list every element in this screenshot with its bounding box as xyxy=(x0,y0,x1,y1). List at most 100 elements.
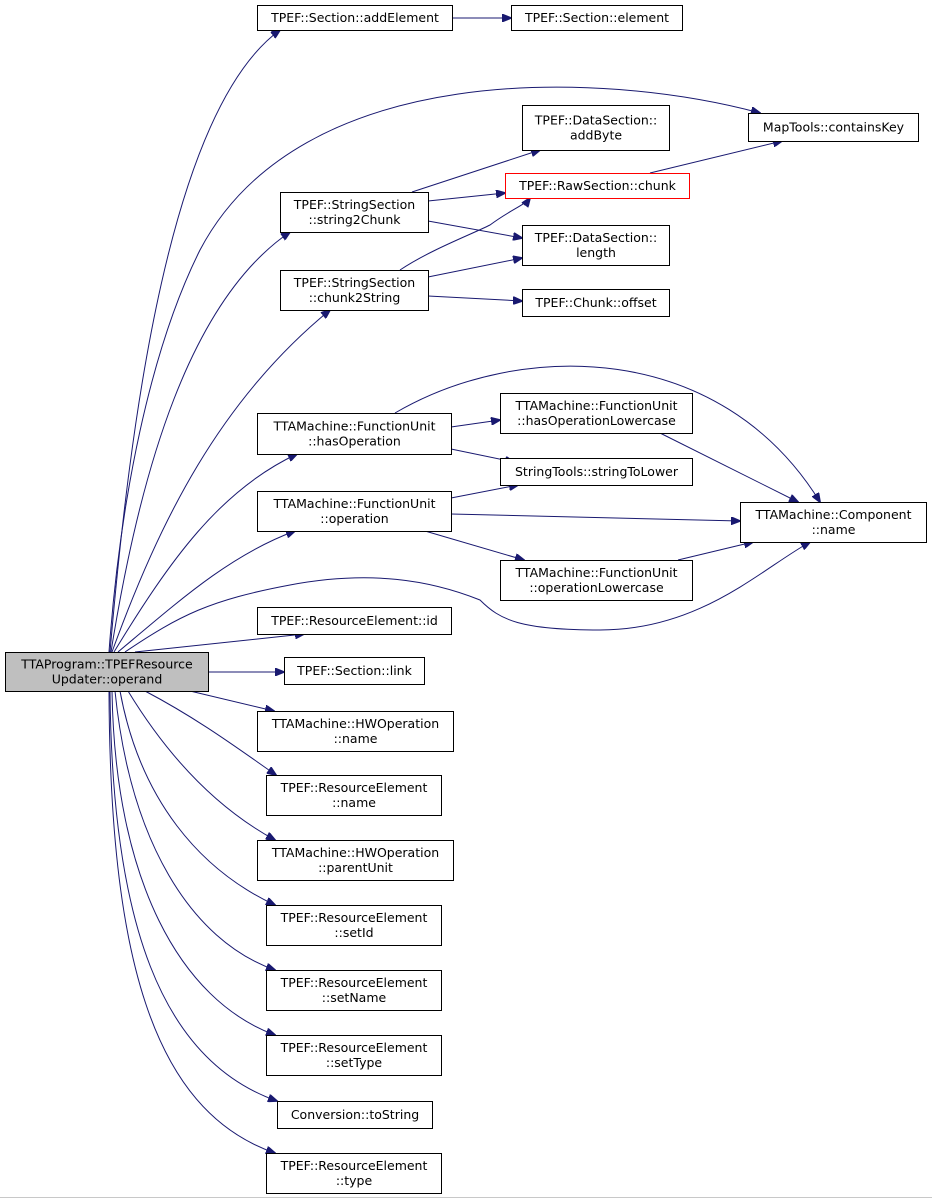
edge-root-containsKey xyxy=(108,86,760,653)
node-string2Chunk[interactable]: TPEF::StringSection::string2Chunk xyxy=(280,192,429,233)
node-box xyxy=(257,711,454,752)
node-componentName[interactable]: TTAMachine::Component::name xyxy=(740,502,927,543)
node-fuOperation[interactable]: TTAMachine::FunctionUnit::operation xyxy=(257,491,452,532)
edge-root-setName xyxy=(114,690,275,970)
node-addElement[interactable]: TPEF::Section::addElement xyxy=(257,5,453,31)
node-label-line: TTAProgram::TPEFResource xyxy=(20,657,193,672)
edge-root-chunk2String xyxy=(111,310,330,653)
node-label-line: MapTools::containsKey xyxy=(763,120,905,135)
node-label-line: ::string2Chunk xyxy=(309,212,402,227)
node-box xyxy=(284,657,425,685)
node-box xyxy=(257,5,453,31)
edge-root-addElement xyxy=(109,30,280,653)
node-label-line: TPEF::StringSection xyxy=(293,197,415,212)
edge-fuOperation-componentName xyxy=(450,513,740,521)
node-label-line: TTAMachine::FunctionUnit xyxy=(515,398,678,413)
node-box xyxy=(280,192,429,233)
edge-chunk2String-offset xyxy=(427,295,522,301)
edge-hasOperationLowercase-componentName xyxy=(659,432,798,502)
node-stringToLower[interactable]: StringTools::stringToLower xyxy=(500,458,693,486)
node-reName[interactable]: TPEF::ResourceElement::name xyxy=(266,775,442,816)
edge-hasOperation-hasOperationLowercase xyxy=(450,420,500,428)
node-label-line: TPEF::ResourceElement xyxy=(280,1040,428,1055)
node-label-line: ::parentUnit xyxy=(318,860,393,875)
node-box xyxy=(511,5,683,31)
node-setId[interactable]: TPEF::ResourceElement::setId xyxy=(266,905,442,946)
node-containsKey[interactable]: MapTools::containsKey xyxy=(748,113,919,142)
edge-string2Chunk-addByte xyxy=(411,150,540,193)
node-label-line: addByte xyxy=(570,128,622,143)
edge-fuOperation-stringToLower xyxy=(450,485,518,499)
node-label-line: Conversion::toString xyxy=(291,1107,419,1122)
node-addByte[interactable]: TPEF::DataSection::addByte xyxy=(522,105,670,151)
node-box xyxy=(266,905,442,946)
node-label-line: TPEF::StringSection xyxy=(293,275,415,290)
edge-operationLowercase-componentName xyxy=(677,542,753,561)
node-box xyxy=(522,225,670,266)
edge-root-reType xyxy=(108,690,275,1153)
node-toString[interactable]: Conversion::toString xyxy=(277,1101,433,1129)
edge-chunk2String-chunk xyxy=(399,198,530,271)
node-label-line: TTAMachine::HWOperation xyxy=(271,845,439,860)
node-label-line: ::hasOperationLowercase xyxy=(517,413,676,428)
node-label-line: TPEF::Section::element xyxy=(524,10,669,25)
edge-root-parentUnit xyxy=(127,690,275,840)
node-label-line: ::name xyxy=(334,731,378,746)
node-setType[interactable]: TPEF::ResourceElement::setType xyxy=(266,1035,442,1076)
node-box xyxy=(257,413,452,455)
node-label-line: TPEF::Section::link xyxy=(296,663,412,678)
node-label-line: TPEF::Section::addElement xyxy=(270,10,439,25)
node-parentUnit[interactable]: TTAMachine::HWOperation::parentUnit xyxy=(257,840,454,881)
edge-root-setType xyxy=(111,690,275,1035)
edge-string2Chunk-length xyxy=(427,220,522,238)
node-box xyxy=(505,173,690,199)
node-label-line: TPEF::ResourceElement xyxy=(280,910,428,925)
node-label-line: TTAMachine::HWOperation xyxy=(271,716,439,731)
node-label-line: Updater::operand xyxy=(52,672,163,687)
node-label-line: TPEF::ResourceElement xyxy=(280,975,428,990)
node-reType[interactable]: TPEF::ResourceElement::type xyxy=(266,1153,442,1194)
node-label-line: TTAMachine::Component xyxy=(755,507,912,522)
node-hwName[interactable]: TTAMachine::HWOperation::name xyxy=(257,711,454,752)
node-label-line: TPEF::DataSection:: xyxy=(534,113,657,128)
node-label-line: ::setId xyxy=(334,925,373,940)
node-box xyxy=(740,502,927,543)
edge-root-toString xyxy=(109,690,277,1101)
edge-root-componentName xyxy=(124,542,810,653)
node-setName[interactable]: TPEF::ResourceElement::setName xyxy=(266,970,442,1011)
bottom-divider xyxy=(0,1197,932,1198)
node-length[interactable]: TPEF::DataSection::length xyxy=(522,225,670,266)
node-box xyxy=(257,840,454,881)
edge-root-hasOperation xyxy=(113,454,297,653)
node-label-line: TPEF::DataSection:: xyxy=(534,230,657,245)
edge-root-fuOperation xyxy=(117,531,295,653)
node-box xyxy=(266,1035,442,1076)
node-operationLowercase[interactable]: TTAMachine::FunctionUnit::operationLower… xyxy=(500,560,693,601)
edge-root-reName xyxy=(144,690,276,775)
node-chunk2String[interactable]: TPEF::StringSection::chunk2String xyxy=(280,270,429,311)
node-element[interactable]: TPEF::Section::element xyxy=(511,5,683,31)
node-link[interactable]: TPEF::Section::link xyxy=(284,657,425,685)
node-label-line: length xyxy=(576,245,616,260)
edge-root-reId xyxy=(134,634,304,653)
node-box xyxy=(266,775,442,816)
node-label-line: TTAMachine::FunctionUnit xyxy=(273,496,436,511)
node-box xyxy=(280,270,429,311)
edges-layer xyxy=(108,18,820,1153)
node-box xyxy=(257,607,452,635)
node-box xyxy=(500,458,693,486)
node-box xyxy=(500,393,693,434)
node-box xyxy=(522,289,670,317)
node-label-line: TPEF::ResourceElement xyxy=(280,1158,428,1173)
node-hasOperation[interactable]: TTAMachine::FunctionUnit::hasOperation xyxy=(257,413,452,455)
edge-fuOperation-operationLowercase xyxy=(424,530,524,560)
node-chunk[interactable]: TPEF::RawSection::chunk xyxy=(505,173,690,199)
node-box xyxy=(266,1153,442,1194)
node-label-line: TPEF::ResourceElement::id xyxy=(270,613,438,628)
node-label-line: ::setName xyxy=(322,990,387,1005)
node-hasOperationLowercase[interactable]: TTAMachine::FunctionUnit::hasOperationLo… xyxy=(500,393,693,434)
node-offset[interactable]: TPEF::Chunk::offset xyxy=(522,289,670,317)
node-reId[interactable]: TPEF::ResourceElement::id xyxy=(257,607,452,635)
